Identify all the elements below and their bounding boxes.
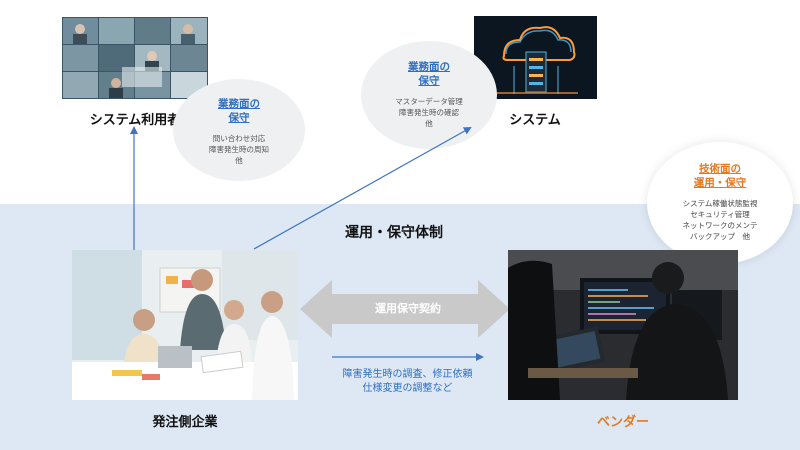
vendor-label: ベンダー	[563, 411, 683, 430]
vendor-coordination-note: 障害発生時の調査、修正依頼 仕様変更の調整など	[320, 368, 495, 396]
client-company-label: 発注側企業	[112, 411, 258, 430]
contract-label: 運用保守契約	[360, 300, 456, 316]
vendor-note-line: 障害発生時の調査、修正依頼	[320, 368, 495, 382]
section-heading: 運用・保守体制	[345, 222, 443, 242]
client-company-photo	[72, 250, 298, 400]
vendor-note-line: 仕様変更の調整など	[320, 382, 495, 396]
vendor-photo	[508, 250, 738, 400]
